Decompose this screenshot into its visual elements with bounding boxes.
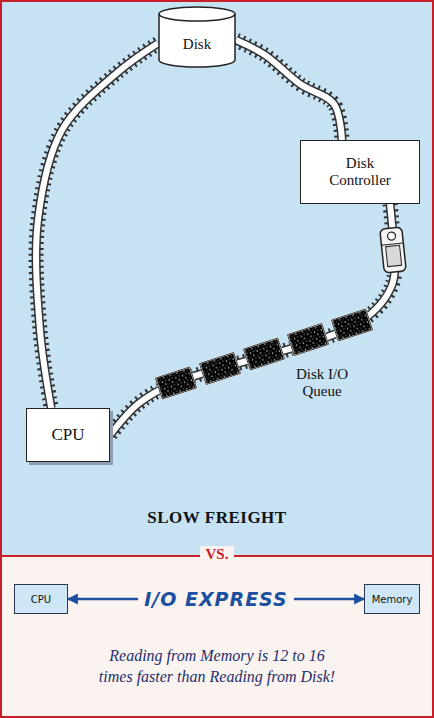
node-text: Disk Controller bbox=[320, 155, 400, 190]
node-text: Disk bbox=[183, 36, 211, 53]
text-group: Disk Controller bbox=[320, 155, 400, 190]
panel-heading: SLOW FREIGHT bbox=[147, 508, 286, 528]
controller-box: Disk Controller bbox=[300, 140, 420, 204]
cpu-box: CPU bbox=[26, 408, 110, 462]
node-text: Memory bbox=[372, 594, 413, 605]
cpu-box: CPU bbox=[14, 584, 68, 614]
track-bed bbox=[36, 43, 158, 408]
track-bed bbox=[236, 40, 342, 140]
cylinder-top bbox=[159, 7, 235, 21]
track-ties bbox=[110, 204, 395, 435]
queue-label: Disk I/O Queue bbox=[286, 366, 358, 401]
locomotive bbox=[380, 227, 406, 273]
rail-track bbox=[36, 43, 158, 408]
node-text: CPU bbox=[31, 594, 51, 605]
text-group: Disk bbox=[183, 36, 211, 53]
track-rails bbox=[36, 43, 158, 408]
caption-text: Reading from Memory is 12 to 16 times fa… bbox=[92, 646, 342, 688]
bottom-panel bbox=[0, 556, 434, 718]
edge-label: I/O EXPRESS bbox=[138, 588, 294, 610]
track-rails bbox=[236, 40, 342, 140]
text-group: Memory bbox=[372, 594, 413, 605]
track-ties bbox=[36, 43, 158, 408]
text-group: CPU bbox=[51, 425, 84, 445]
text-group: CPU bbox=[31, 594, 51, 605]
node-text: CPU bbox=[51, 425, 84, 445]
track-ties bbox=[236, 40, 342, 140]
disk-cylinder: Disk bbox=[158, 6, 236, 68]
track-bed bbox=[110, 204, 395, 435]
cylinder-body bbox=[159, 14, 235, 67]
versus-label: VS. bbox=[200, 546, 235, 563]
top-panel bbox=[0, 0, 434, 556]
memory-box: Memory bbox=[364, 584, 420, 614]
track-rails bbox=[110, 204, 395, 435]
rail-track bbox=[236, 40, 342, 140]
rail-track bbox=[110, 204, 395, 435]
